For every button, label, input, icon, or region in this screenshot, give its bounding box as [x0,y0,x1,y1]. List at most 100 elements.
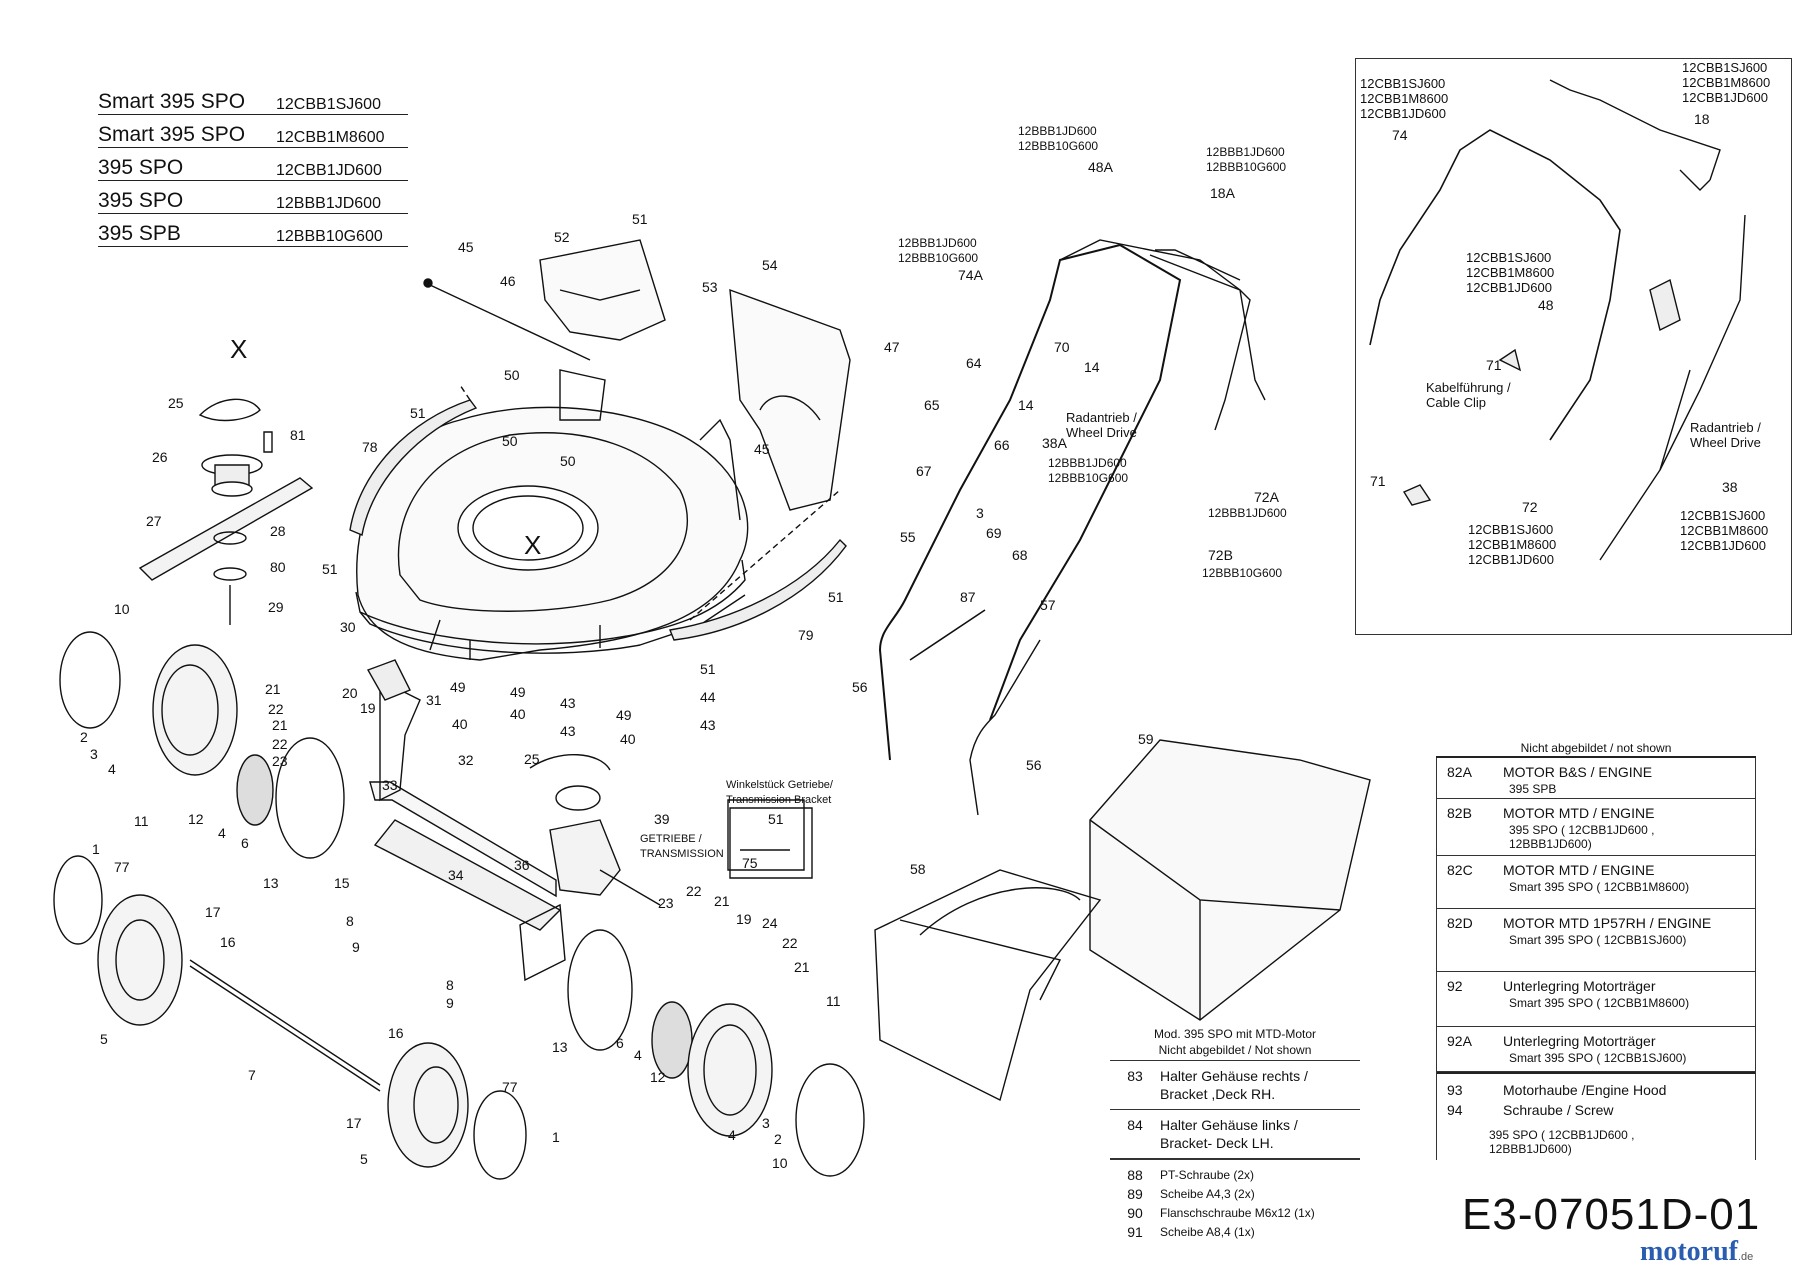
part-title: Schraube / Screw [1503,1102,1614,1118]
part-callout: 32 [458,752,474,768]
part-callout: 79 [798,627,814,643]
code-line: Wheel Drive [1690,435,1761,450]
code-line: 12CBB1SJ600 [1360,76,1446,91]
part-number: 83 [1127,1068,1143,1084]
part-callout: 51 [700,661,716,677]
code-label: Winkelstück Getriebe/Transmission Bracke… [726,778,833,808]
part-callout: 51 [828,589,844,605]
part-callout: 23 [272,753,288,769]
part-callout: 54 [762,257,778,273]
part-callout: 77 [114,859,130,875]
part-callout: 19 [736,911,752,927]
code-line: 12CBB1JD600 [1468,552,1554,567]
part-callout: 46 [500,273,516,289]
part-callout: 19 [360,700,376,716]
side-trim-left [350,400,476,535]
part-callout: 7 [248,1067,256,1083]
part-callout: 18 [1694,111,1710,127]
part-callout: 50 [502,433,518,449]
mtd-header-1: Mod. 395 SPO mit MTD-Motor [1153,1027,1317,1041]
part-callout: 52 [554,229,570,245]
part-callout: 43 [560,695,576,711]
part-callout: 49 [450,679,466,695]
part-callout: 8 [346,913,354,929]
part-callout: 65 [924,397,940,413]
part-subtitle: Smart 395 SPO ( 12CBB1M8600) [1509,880,1690,894]
part-callout: 17 [205,904,221,920]
part-callout: 68 [1012,547,1028,563]
part-callout: 45 [754,441,770,457]
code-label: Radantrieb /Wheel Drive [1690,420,1761,450]
part-callout: 5 [100,1031,108,1047]
part-subtitle: 395 SPO ( 12CBB1JD600 , [1489,1128,1635,1142]
code-line: 12CBB1JD600 [1466,280,1552,295]
grass-bag [1090,740,1370,1020]
inset-handle [1370,80,1745,560]
part-callout: 66 [994,437,1010,453]
part-description: Flanschschraube M6x12 (1x) [1160,1206,1315,1220]
part-number: 92A [1447,1033,1472,1049]
part-callout: 31 [426,692,442,708]
rear-right-wheel [388,1043,526,1179]
part-callout: 22 [782,935,798,951]
part-callout: 71 [1370,473,1386,489]
model-name: Smart 395 SPO [98,90,246,113]
code-line: Transmission Bracket [726,794,832,806]
part-number: 84 [1127,1117,1143,1133]
part-callout: 10 [772,1155,788,1171]
part-number: 88 [1127,1167,1143,1183]
part-callout: 1 [552,1129,560,1145]
brand-name: motoruf [1640,1236,1738,1267]
part-title: MOTOR B&S / ENGINE [1503,764,1653,780]
part-callout: 44 [700,689,716,705]
not-shown-header: Nicht abgebildet / not shown [1436,740,1756,758]
model-code: 12CBB1JD600 [276,162,382,179]
part-title: Unterlegring Motorträger [1503,1033,1656,1049]
part-number: 93 [1447,1082,1463,1098]
part-callout: 13 [263,875,279,891]
part-subtitle: 12BBB1JD600) [1509,837,1592,851]
part-callout: 24 [762,915,778,931]
part-callout: 38 [1722,479,1738,495]
code-line: Winkelstück Getriebe/ [726,779,833,791]
code-line: 12CBB1M8600 [1466,265,1555,280]
part-callout: 40 [452,716,468,732]
part-callout: 74 [1392,127,1408,143]
part-callout: 13 [552,1039,568,1055]
code-line: GETRIEBE / [640,833,702,845]
model-row: Smart 395 SPO 12CBB1SJ600 [98,82,408,115]
part-callout: 27 [146,513,162,529]
part-title: MOTOR MTD / ENGINE [1503,862,1655,878]
blade-assembly [140,399,312,625]
part-callout: 18A [1210,185,1235,201]
part-callout: 38A [1042,435,1067,451]
part-callout: 58 [910,861,926,877]
model-name: Smart 395 SPO [98,123,246,146]
part-title: Motorhaube /Engine Hood [1503,1082,1667,1098]
code-line: 12CBB1JD600 [1360,106,1446,121]
code-line: 12BBB10G600 [1206,160,1287,174]
part-number: 92 [1447,978,1463,994]
part-callout: 51 [768,811,784,827]
part-callout: 25 [524,751,540,767]
part-callout: 53 [702,279,718,295]
part-subtitle: 395 SPB [1509,782,1557,796]
part-description: Scheibe A8,4 (1x) [1160,1225,1255,1239]
part-callout: 30 [340,619,356,635]
part-callout: 12 [188,811,204,827]
model-code: 12CBB1SJ600 [276,96,381,113]
part-callout: 10 [114,601,130,617]
